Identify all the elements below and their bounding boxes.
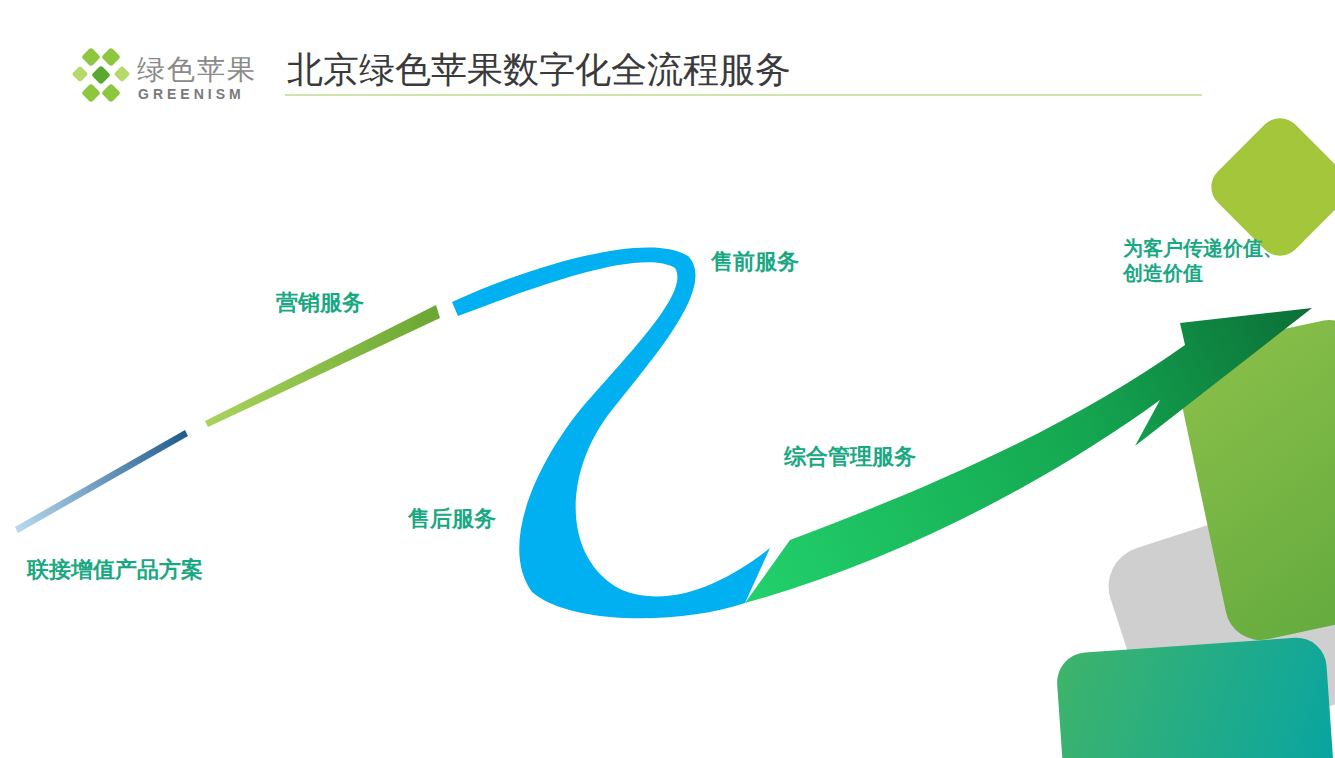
logo-leaf xyxy=(91,65,111,85)
stage-label: 营销服务 xyxy=(276,289,364,317)
label-holder: 联接增值产品方案 xyxy=(27,556,203,584)
label-holder: 绿色苹果 xyxy=(137,52,257,87)
stage-label: 售后服务 xyxy=(408,505,496,533)
ribbon-arrow xyxy=(745,308,1312,603)
stage-label: 联接增值产品方案 xyxy=(27,556,203,584)
label-holder: 售前服务 xyxy=(711,248,799,276)
ribbon-start xyxy=(15,430,188,533)
label-holder: 综合管理服务 xyxy=(784,443,916,471)
logo-leaf xyxy=(101,83,121,103)
logo-icon xyxy=(72,47,131,103)
logo-name: 绿色苹果 xyxy=(137,52,257,87)
logo-latin: GREENISM xyxy=(138,86,245,104)
logo-leaf xyxy=(114,66,131,83)
label-holder: GREENISM xyxy=(138,86,245,104)
logo-leaf xyxy=(81,83,101,103)
title-holder: 北京绿色苹果数字化全流程服务 xyxy=(287,48,791,92)
stage-label: 综合管理服务 xyxy=(784,443,916,471)
page-title: 北京绿色苹果数字化全流程服务 xyxy=(287,48,791,92)
stage-label: 售前服务 xyxy=(711,248,799,276)
goal-label: 为客户传递价值、创造价值 xyxy=(1123,236,1295,286)
title-rule xyxy=(285,94,1202,95)
ribbon-curve xyxy=(452,247,770,618)
label-holder: 为客户传递价值、创造价值 xyxy=(1123,236,1295,286)
label-holder: 营销服务 xyxy=(276,289,364,317)
logo-leaf xyxy=(101,47,121,67)
logo-leaf xyxy=(81,47,101,67)
label-holder: 售后服务 xyxy=(408,505,496,533)
logo-leaf xyxy=(72,66,89,83)
decor-teal xyxy=(1055,636,1335,758)
ribbon-marketing xyxy=(205,305,440,427)
